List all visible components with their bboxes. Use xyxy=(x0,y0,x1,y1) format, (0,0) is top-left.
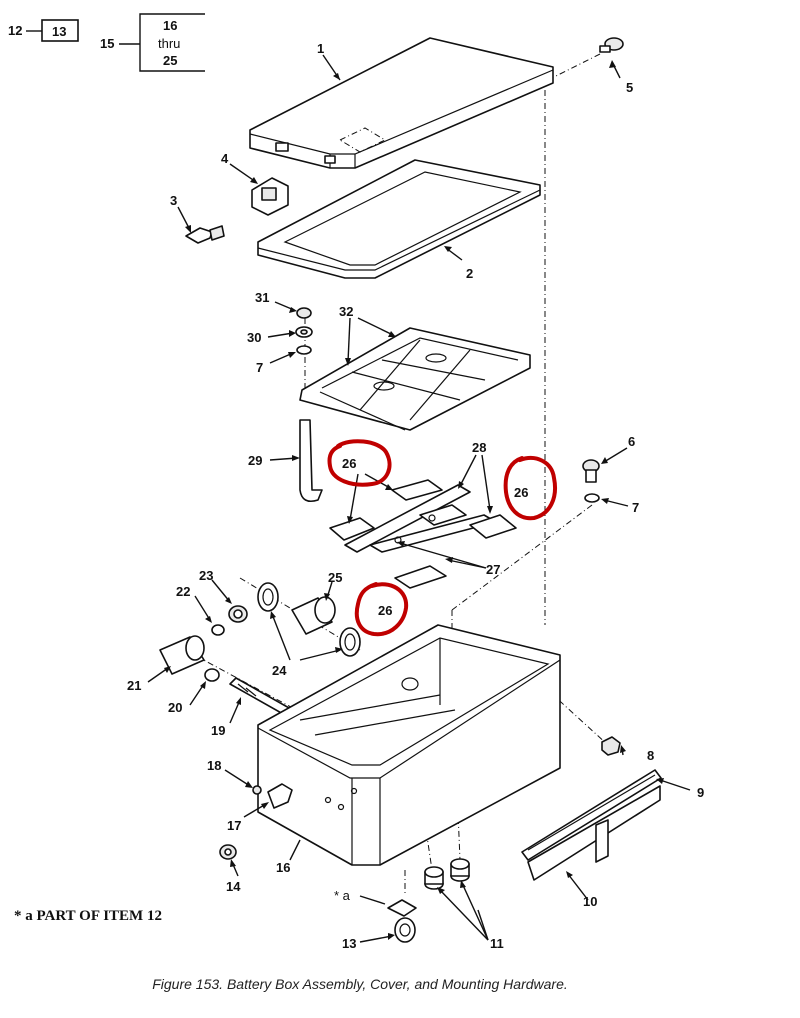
callout-32: 32 xyxy=(339,304,353,319)
callout-24: 24 xyxy=(272,663,287,678)
terminal-washer[interactable] xyxy=(211,624,225,636)
nut-washer-stack[interactable] xyxy=(295,307,313,355)
footnote-part-of-item: * a PART OF ITEM 12 xyxy=(14,908,162,924)
reference-header: 12 13 15 16 thru 25 xyxy=(8,13,205,72)
callout-31: 31 xyxy=(255,290,269,305)
callout-27: 27 xyxy=(486,562,500,577)
terminal-sleeve[interactable] xyxy=(291,596,336,635)
bolt-washer[interactable] xyxy=(584,493,600,503)
latch-pin[interactable] xyxy=(185,225,225,244)
ref-12-label: 12 xyxy=(8,23,22,38)
callout-23: 23 xyxy=(199,568,213,583)
callout-5: 5 xyxy=(626,80,633,95)
battery-box-cover[interactable] xyxy=(249,37,554,169)
callout-11: 11 xyxy=(490,936,504,951)
callout-28: 28 xyxy=(472,440,486,455)
callout-17: 17 xyxy=(227,818,241,833)
hasp-bracket[interactable] xyxy=(251,177,289,216)
cable-clamp-right[interactable] xyxy=(339,627,361,657)
figure-caption: Figure 153. Battery Box Assembly, Cover,… xyxy=(152,976,568,992)
mounting-bolt[interactable] xyxy=(582,459,600,483)
callout-30: 30 xyxy=(247,330,261,345)
callout-22: 22 xyxy=(176,584,190,599)
post-washer[interactable] xyxy=(204,668,220,682)
callout-6: 6 xyxy=(628,434,635,449)
callout-7-right: 7 xyxy=(632,500,639,515)
leader-lines xyxy=(147,54,691,943)
callout-4: 4 xyxy=(221,151,229,166)
callout-19: 19 xyxy=(211,723,225,738)
battery-terminal-post[interactable] xyxy=(159,635,205,675)
clip-screw[interactable] xyxy=(252,785,262,795)
callout-18: 18 xyxy=(207,758,221,773)
callout-29: 29 xyxy=(248,453,262,468)
callout-3: 3 xyxy=(170,193,177,208)
isolator-mount-right[interactable] xyxy=(450,858,470,882)
battery-box-body[interactable] xyxy=(257,624,561,866)
battery-hold-down-frame[interactable] xyxy=(299,327,531,431)
terminal-clip[interactable] xyxy=(267,783,293,809)
highlight-circle-right xyxy=(503,456,557,521)
cover-screw[interactable] xyxy=(599,37,624,53)
highlight-circle-top xyxy=(327,439,392,487)
mounting-rail-lower[interactable] xyxy=(527,785,661,881)
box-nut[interactable] xyxy=(601,736,621,756)
callout-8: 8 xyxy=(647,748,654,763)
callout-2: 2 xyxy=(466,266,473,281)
cable-clamp-left[interactable] xyxy=(257,582,279,612)
callout-10: 10 xyxy=(583,894,597,909)
callout-21: 21 xyxy=(127,678,141,693)
callout-14: 14 xyxy=(226,879,241,894)
mounting-clip[interactable] xyxy=(387,899,417,943)
hold-down-rod[interactable] xyxy=(299,419,323,503)
highlight-circles xyxy=(327,439,557,637)
callout-7-left: 7 xyxy=(256,360,263,375)
range-end: 25 xyxy=(163,53,177,68)
callout-9: 9 xyxy=(697,785,704,800)
range-start: 16 xyxy=(163,18,177,33)
callout-20: 20 xyxy=(168,700,182,715)
ref-13-box xyxy=(41,19,79,42)
highlight-circle-bottom xyxy=(354,582,409,637)
callout-13: 13 xyxy=(342,936,356,951)
callout-numbers: 1 2 3 4 5 6 7 7 8 9 10 11 13 14 16 17 18… xyxy=(127,41,704,951)
isolator-mount-left[interactable] xyxy=(424,866,444,890)
callout-26-top: 26 xyxy=(342,456,356,471)
ref-13-label: 13 xyxy=(52,24,66,39)
callout-25: 25 xyxy=(328,570,342,585)
terminal-nut[interactable] xyxy=(228,605,248,623)
callout-26-bottom: 26 xyxy=(378,603,392,618)
grommet[interactable] xyxy=(219,844,237,860)
cover-gasket[interactable] xyxy=(257,159,541,279)
callout-star-a: * a xyxy=(334,888,351,903)
callout-26-right: 26 xyxy=(514,485,528,500)
range-mid: thru xyxy=(158,36,180,51)
mounting-rail-upper[interactable] xyxy=(521,769,662,861)
callout-1: 1 xyxy=(317,41,324,56)
ref-range-bracket xyxy=(139,13,205,72)
ref-15-label: 15 xyxy=(100,36,114,51)
callout-16: 16 xyxy=(276,860,290,875)
